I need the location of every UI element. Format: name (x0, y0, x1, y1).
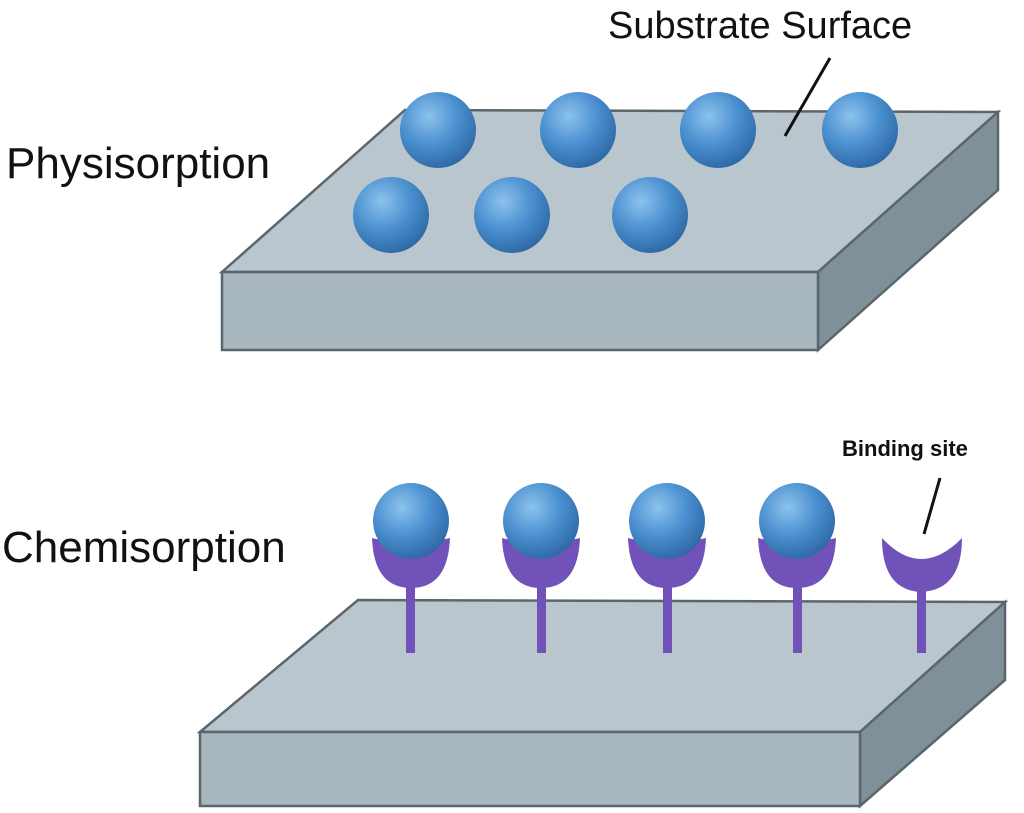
chemisorption-label: Chemisorption (2, 523, 286, 572)
molecule (680, 92, 756, 168)
physisorption-label: Physisorption (6, 139, 270, 188)
chemisorbed-molecules (373, 483, 835, 559)
molecule (612, 177, 688, 253)
molecule (759, 483, 835, 559)
chemisorption-substrate (196, 598, 1009, 809)
molecule (629, 483, 705, 559)
substrate-surface-leader-line (783, 57, 832, 137)
physisorbed-molecules (353, 92, 898, 253)
molecule (400, 92, 476, 168)
binding-site-empty (882, 538, 962, 653)
substrate-front-face (220, 270, 820, 352)
binding-site-leader-line (922, 477, 942, 535)
molecule (353, 177, 429, 253)
binding-site-label: Binding site (842, 436, 968, 461)
molecule (540, 92, 616, 168)
substrate-surface-label: Substrate Surface (608, 5, 912, 47)
substrate-front-face (198, 730, 862, 808)
molecule (474, 177, 550, 253)
molecule (373, 483, 449, 559)
molecule (503, 483, 579, 559)
molecule (822, 92, 898, 168)
